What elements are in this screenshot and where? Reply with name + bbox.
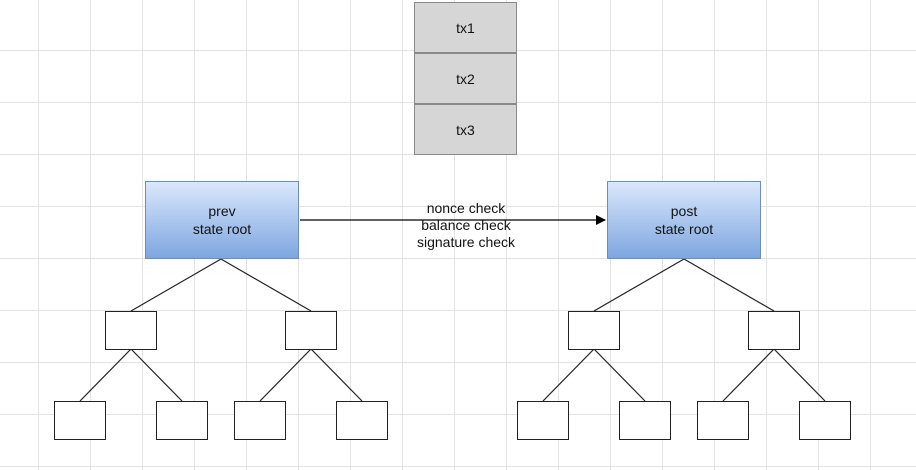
tree-edge	[259, 348, 312, 402]
prev-tree-leaf[interactable]	[336, 401, 388, 440]
prev-tree-leaf[interactable]	[54, 401, 106, 440]
tx-block-2[interactable]: tx2	[414, 53, 517, 104]
tree-edge	[130, 348, 183, 402]
tree-edge	[773, 348, 826, 402]
transition-checks-label: nonce check balance check signature chec…	[404, 200, 528, 251]
prev-tree-leaf[interactable]	[234, 401, 286, 440]
tx-label: tx2	[456, 70, 475, 87]
post-root-label-line1: post	[670, 203, 698, 219]
prev-root-label-line2: state root	[192, 221, 252, 237]
check-label: nonce check	[426, 200, 506, 216]
tree-edge	[542, 348, 595, 402]
prev-tree-leaf[interactable]	[156, 401, 208, 440]
tree-edge	[79, 348, 132, 402]
tree-edge	[130, 258, 222, 312]
tx-block-1[interactable]: tx1	[414, 2, 517, 53]
tree-edge	[593, 348, 646, 402]
tree-edge	[220, 258, 312, 312]
prev-state-root-node[interactable]: prev state root	[145, 181, 299, 259]
post-state-root-node[interactable]: post state root	[607, 181, 761, 259]
check-label: signature check	[416, 234, 516, 250]
post-tree-node[interactable]	[748, 311, 800, 350]
prev-tree-node[interactable]	[285, 311, 337, 350]
prev-tree-node[interactable]	[105, 311, 157, 350]
tree-edge	[593, 258, 685, 312]
check-label: balance check	[421, 217, 511, 233]
post-root-label-line2: state root	[654, 221, 714, 237]
post-tree-leaf[interactable]	[697, 401, 749, 440]
post-tree-leaf[interactable]	[799, 401, 851, 440]
post-tree-node[interactable]	[568, 311, 620, 350]
tree-edge	[722, 348, 775, 402]
prev-root-label-line1: prev	[208, 203, 236, 219]
post-tree-leaf[interactable]	[619, 401, 671, 440]
tree-edge	[683, 258, 775, 312]
post-tree-leaf[interactable]	[517, 401, 569, 440]
tx-label: tx3	[456, 121, 475, 138]
tx-label: tx1	[456, 19, 475, 36]
tx-block-3[interactable]: tx3	[414, 104, 517, 155]
tree-edge	[310, 348, 363, 402]
